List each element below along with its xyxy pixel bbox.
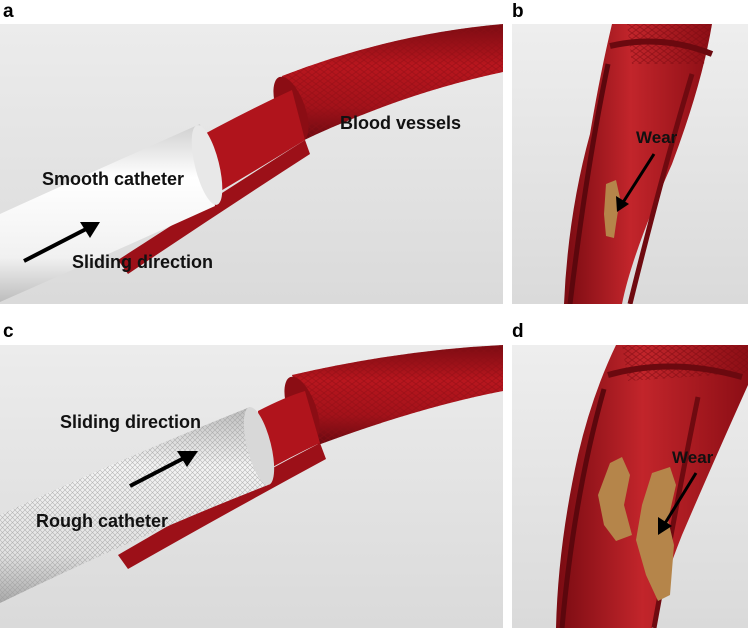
sliding-direction-arrow [129,455,187,488]
arrow-icon [658,517,672,535]
wear-patch-d-right [636,467,676,601]
panel-letter-c: c [3,321,14,342]
wear-label-d: Wear [672,448,714,467]
sliding-direction-label-c: Sliding direction [60,412,202,432]
wear-label-b: Wear [636,128,678,147]
panel-d-image: Wear [512,345,748,628]
panel-c-image: Sliding direction Rough catheter [0,345,503,628]
sliding-direction-arrow [23,225,91,263]
wear-patch-b [604,180,620,238]
panel-a-render [0,24,503,304]
panel-d-render [512,345,748,628]
panel-c-render [0,345,503,628]
wear-patch-d-left [598,457,632,541]
blood-vessels-label: Blood vessels [340,113,462,133]
panel-letter-a: a [3,1,14,22]
panel-b-render [512,24,748,304]
wear-pointer-b [620,153,656,205]
rough-catheter-label: Rough catheter [36,511,169,531]
sliding-direction-label-a: Sliding direction [72,252,214,272]
panel-letter-b: b [512,1,524,22]
wear-pointer-d [662,472,698,526]
panel-letter-d: d [512,321,524,342]
arrow-icon [177,451,198,467]
panel-b-image: Wear [512,24,748,304]
arrow-icon [616,196,629,212]
vessel-channel [258,391,320,473]
panel-a-image: Smooth catheter Sliding direction Blood … [0,24,503,304]
smooth-catheter [0,124,215,302]
arrow-icon [80,222,100,238]
smooth-catheter-label: Smooth catheter [42,169,185,189]
